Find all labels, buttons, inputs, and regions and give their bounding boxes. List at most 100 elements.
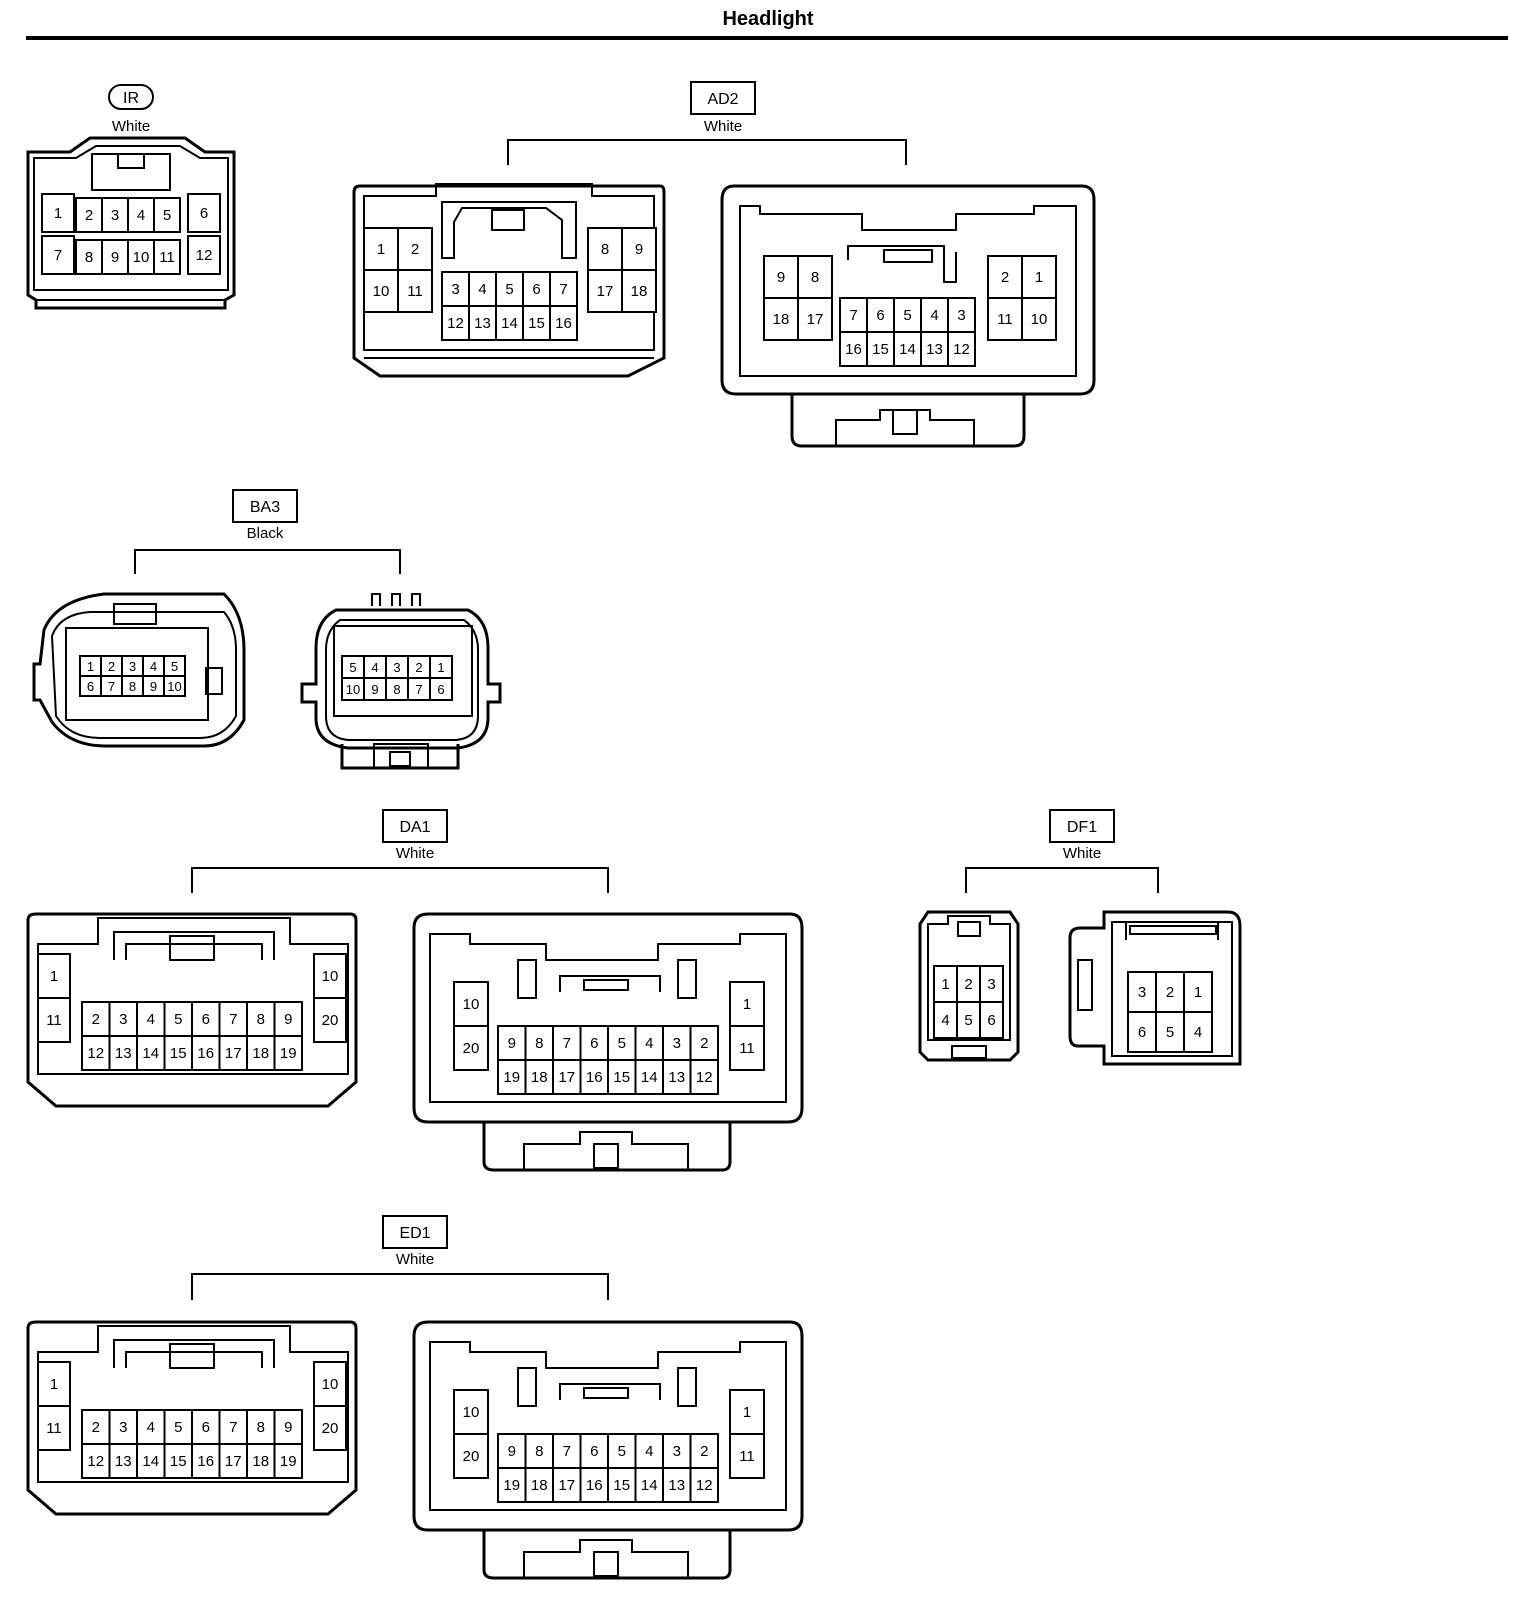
pin-number: 14 xyxy=(641,1069,658,1086)
pin-cell xyxy=(313,997,347,1043)
pin-cell xyxy=(468,305,497,341)
pin-number: 4 xyxy=(137,207,145,224)
pin-cell xyxy=(579,1467,609,1503)
pin-number: 2 xyxy=(92,1011,100,1028)
pin-number: 7 xyxy=(849,307,857,324)
pin-cell xyxy=(979,1001,1004,1039)
pin-number: 17 xyxy=(807,311,824,328)
connector-da1-right-housing xyxy=(412,912,804,1172)
pin-number: 8 xyxy=(257,1419,265,1436)
pin-cell xyxy=(153,197,181,233)
pin-number: 2 xyxy=(411,241,419,258)
pin-cell xyxy=(397,269,433,313)
pin-number: 1 xyxy=(743,1404,751,1421)
pin-number: 12 xyxy=(696,1477,713,1494)
pin-number: 4 xyxy=(150,659,157,674)
pin-cell xyxy=(37,997,71,1043)
pin-cell xyxy=(313,1405,347,1451)
pin-number: 10 xyxy=(167,679,181,694)
pin-number: 6 xyxy=(1138,1024,1146,1041)
connector-ba3-right-housing xyxy=(300,593,502,770)
pin-number: 9 xyxy=(150,679,157,694)
pin-number: 6 xyxy=(876,307,884,324)
pin-cell xyxy=(866,297,895,333)
pin-number: 7 xyxy=(563,1443,571,1460)
pin-number: 1 xyxy=(87,659,94,674)
pin-number: 18 xyxy=(631,283,648,300)
pin-number: 13 xyxy=(474,315,491,332)
pin-cell xyxy=(495,305,524,341)
pin-cell xyxy=(187,235,221,275)
pin-number: 16 xyxy=(197,1453,214,1470)
pin-number: 11 xyxy=(159,249,175,266)
pin-number: 13 xyxy=(115,1045,132,1062)
connector-df1-right-housing xyxy=(1068,910,1242,1066)
connector-da1-color: White xyxy=(396,845,434,862)
connector-ba3-left-housing xyxy=(32,592,246,748)
pin-number: 7 xyxy=(229,1011,237,1028)
pin-cell xyxy=(524,1025,554,1061)
pin-number: 2 xyxy=(415,660,422,675)
connector-ed1-left-housing xyxy=(26,1320,358,1516)
pin-number: 1 xyxy=(941,976,949,993)
pin-cell xyxy=(136,1409,166,1445)
pin-number: 3 xyxy=(451,281,459,298)
pin-number: 3 xyxy=(987,976,995,993)
pin-number: 7 xyxy=(563,1035,571,1052)
pin-number: 12 xyxy=(196,247,213,264)
pin-number: 17 xyxy=(558,1069,575,1086)
pin-number: 1 xyxy=(377,241,385,258)
pin-number: 8 xyxy=(85,249,93,266)
pin-cell xyxy=(37,1405,71,1451)
pin-cell xyxy=(729,1025,765,1071)
pin-cell xyxy=(621,269,657,313)
pin-number: 13 xyxy=(668,1069,685,1086)
pin-number: 1 xyxy=(50,968,58,985)
pin-number: 14 xyxy=(641,1477,658,1494)
page-title: Headlight xyxy=(722,8,814,30)
pin-cell xyxy=(1021,297,1057,341)
pin-cell xyxy=(729,1433,765,1479)
pin-number: 11 xyxy=(46,1420,62,1437)
pin-number: 1 xyxy=(50,1376,58,1393)
pin-number: 9 xyxy=(284,1419,292,1436)
pin-number: 4 xyxy=(147,1011,155,1028)
pin-number: 2 xyxy=(700,1035,708,1052)
pin-cell xyxy=(127,197,155,233)
pin-cell xyxy=(866,331,895,367)
pin-cell xyxy=(75,197,103,233)
pin-number: 1 xyxy=(743,996,751,1013)
connector-ba3-tag-frame xyxy=(232,489,298,523)
pin-number: 9 xyxy=(508,1443,516,1460)
pin-number: 5 xyxy=(1166,1024,1174,1041)
pin-cell xyxy=(81,1001,111,1037)
pin-number: 19 xyxy=(280,1453,297,1470)
pin-number: 6 xyxy=(202,1011,210,1028)
pin-cell xyxy=(191,1035,221,1071)
pin-number: 3 xyxy=(673,1443,681,1460)
pin-number: 6 xyxy=(437,682,444,697)
pin-cell xyxy=(689,1059,719,1095)
pin-number: 12 xyxy=(447,315,464,332)
pin-cell xyxy=(524,1059,554,1095)
pin-cell xyxy=(579,1059,609,1095)
pin-number: 14 xyxy=(142,1045,159,1062)
pin-cell xyxy=(1183,971,1213,1013)
pin-cell xyxy=(273,1443,303,1479)
pin-number: 9 xyxy=(284,1011,292,1028)
pin-number: 6 xyxy=(590,1443,598,1460)
pin-number: 5 xyxy=(163,207,171,224)
pin-cell xyxy=(37,1361,71,1407)
pin-number: 2 xyxy=(700,1443,708,1460)
connector-ad2-color: White xyxy=(704,118,742,135)
pin-cell xyxy=(273,1001,303,1037)
pin-cell xyxy=(552,1059,582,1095)
pin-cell xyxy=(273,1409,303,1445)
pin-number: 11 xyxy=(739,1040,755,1057)
pin-cell xyxy=(246,1035,276,1071)
pin-number: 17 xyxy=(225,1453,242,1470)
